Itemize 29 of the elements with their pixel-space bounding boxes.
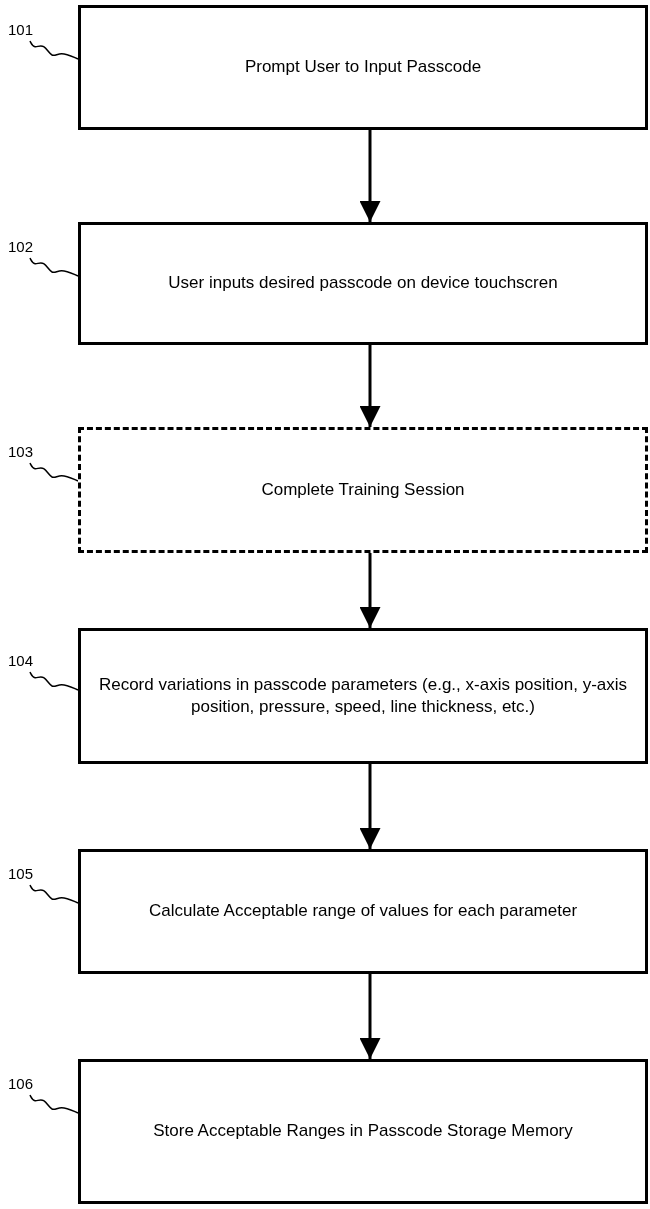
reference-number: 101	[8, 20, 34, 38]
process-box	[78, 427, 648, 553]
step-text: Complete Training Session	[261, 478, 465, 501]
step-text: User inputs desired passcode on device touchscren	[168, 272, 558, 295]
step-text: Record variations in passcode parameters (e.g., x-axis position, y-axis position, pressure, speed, line thickness, etc.)	[97, 673, 629, 718]
leader-line	[29, 1094, 79, 1114]
reference-number: 103	[8, 442, 34, 460]
step-text: Store Acceptable Ranges in Passcode Storage Memory	[153, 1120, 573, 1143]
process-box	[78, 849, 648, 974]
step-text: Calculate Acceptable range of values for each parameter	[148, 900, 578, 923]
leader-line	[29, 257, 79, 277]
leader-line	[29, 884, 79, 904]
process-box	[78, 5, 648, 130]
reference-number: 106	[8, 1074, 34, 1092]
process-box	[78, 1059, 648, 1204]
arrow	[359, 345, 381, 427]
leader-line	[29, 671, 79, 691]
process-box	[78, 628, 648, 764]
reference-number: 105	[8, 864, 34, 882]
process-box	[78, 222, 648, 345]
arrow	[359, 974, 381, 1059]
arrow	[359, 130, 381, 222]
leader-line	[29, 462, 79, 482]
reference-number: 102	[8, 237, 34, 255]
arrow	[359, 553, 381, 628]
step-text: Prompt User to Input Passcode	[244, 56, 482, 79]
arrow	[359, 764, 381, 849]
reference-number: 104	[8, 651, 34, 669]
leader-line	[29, 40, 79, 60]
